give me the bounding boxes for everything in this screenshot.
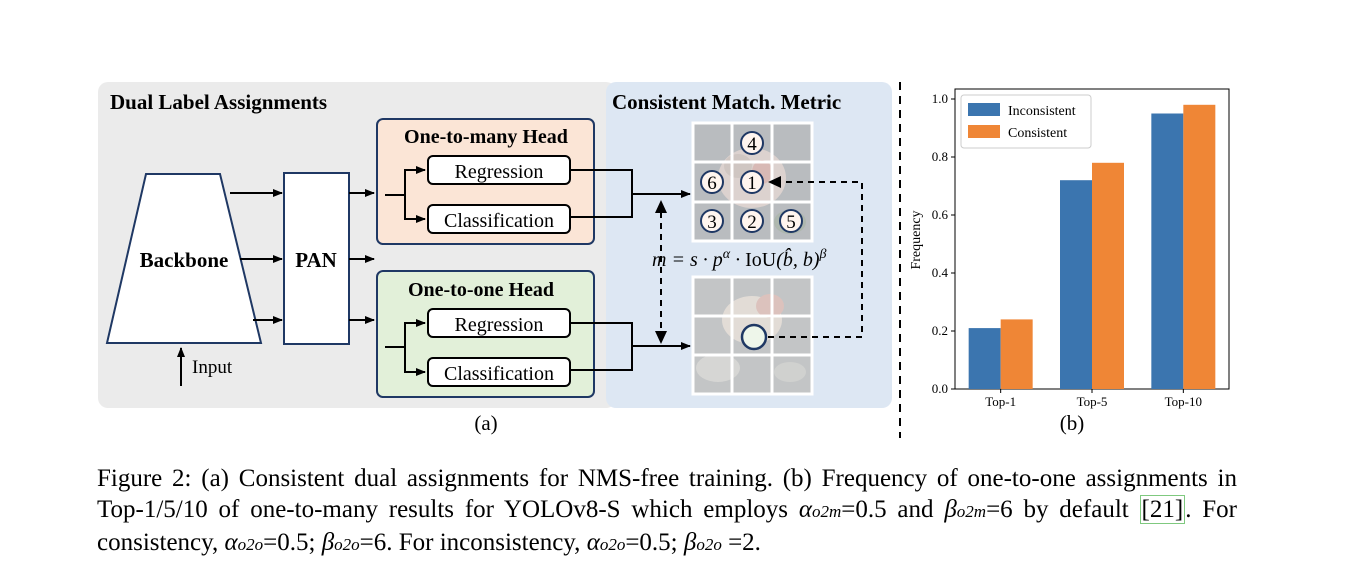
subscript-o2o: o2o bbox=[334, 535, 360, 554]
o2o-classification-box bbox=[427, 357, 571, 387]
o2o-head-label: One-to-one Head bbox=[408, 279, 554, 301]
backbone-block bbox=[105, 173, 263, 344]
caption-text-5: =0.5; bbox=[263, 529, 322, 556]
bar-consistent-top-1 bbox=[1000, 319, 1033, 389]
subscript-o2m: o2m bbox=[956, 502, 987, 521]
caption-text-7: =0.5; bbox=[625, 529, 684, 556]
citation-link[interactable]: [21] bbox=[1139, 495, 1186, 524]
svg-text:6: 6 bbox=[707, 173, 717, 194]
caption-text-8: =2. bbox=[721, 529, 761, 556]
alpha-symbol: α bbox=[224, 529, 238, 556]
bar-inconsistent-top-5 bbox=[1060, 180, 1092, 389]
panel-a-label: (a) bbox=[474, 411, 497, 435]
caption-text-6: =6. For inconsistency, bbox=[359, 529, 587, 556]
caption-text-2: =0.5 and bbox=[841, 496, 945, 523]
subscript-o2m: o2m bbox=[811, 502, 842, 521]
legend: Inconsistent Consistent bbox=[960, 94, 1092, 149]
alpha-symbol: α bbox=[586, 529, 600, 556]
pan-block bbox=[283, 172, 350, 345]
caption-text-1: Figure 2: (a) Consistent dual assignment… bbox=[97, 465, 1237, 523]
panel-b-label: (b) bbox=[1060, 411, 1085, 435]
selected-anchor-marker bbox=[740, 323, 768, 351]
legend-label-consistent: Consistent bbox=[1008, 126, 1067, 141]
backbone-label: Backbone bbox=[140, 248, 229, 272]
x-tick-label: Top-10 bbox=[1165, 394, 1202, 409]
y-tick-label: 0.4 bbox=[932, 265, 949, 280]
y-tick-label: 0.6 bbox=[932, 207, 949, 222]
svg-text:5: 5 bbox=[786, 212, 796, 233]
y-tick-label: 0.2 bbox=[932, 323, 948, 338]
figure: Dual Label Assignments Consistent Match.… bbox=[98, 82, 1230, 438]
anchor-markers: 4 6 1 3 2 5 bbox=[700, 131, 803, 233]
x-tick-label: Top-1 bbox=[985, 394, 1016, 409]
caption-text-3: =6 by default bbox=[986, 496, 1140, 523]
beta-symbol: β bbox=[321, 529, 335, 556]
legend-swatch-inconsistent bbox=[968, 103, 1000, 116]
legend-label-inconsistent: Inconsistent bbox=[1008, 104, 1076, 119]
bar-consistent-top-5 bbox=[1092, 162, 1124, 389]
subscript-o2o: o2o bbox=[237, 535, 264, 554]
bar-inconsistent-top-1 bbox=[968, 328, 1001, 389]
subscript-o2o: o2o bbox=[696, 535, 722, 554]
bar-inconsistent-top-10 bbox=[1151, 113, 1184, 389]
beta-symbol: β bbox=[683, 529, 697, 556]
o2m-classification-box bbox=[427, 204, 571, 234]
y-tick-label: 0.8 bbox=[932, 149, 948, 164]
y-tick-label: 1.0 bbox=[932, 91, 948, 106]
subscript-o2o: o2o bbox=[599, 535, 626, 554]
svg-text:2: 2 bbox=[747, 212, 757, 233]
input-label: Input bbox=[192, 357, 233, 378]
matching-metric-formula: m = s · pα · IoU(b̂, b)β bbox=[652, 247, 827, 271]
svg-text:4: 4 bbox=[747, 134, 757, 155]
svg-text:3: 3 bbox=[707, 212, 717, 233]
o2o-classification-label: Classification bbox=[444, 363, 554, 385]
o2o-image-grid bbox=[691, 275, 814, 396]
x-tick-label: Top-5 bbox=[1077, 394, 1108, 409]
section-title: Dual Label Assignments bbox=[110, 90, 327, 114]
o2o-regression-label: Regression bbox=[455, 314, 544, 336]
metric-title: Consistent Match. Metric bbox=[612, 90, 841, 114]
o2m-classification-label: Classification bbox=[444, 210, 554, 232]
svg-text:1: 1 bbox=[747, 173, 757, 194]
beta-symbol: β bbox=[944, 496, 957, 523]
pan-label: PAN bbox=[295, 248, 337, 272]
alpha-symbol: α bbox=[798, 496, 812, 523]
metric-panel bbox=[606, 82, 892, 408]
bar-consistent-top-10 bbox=[1183, 104, 1216, 390]
y-tick-label: 0.0 bbox=[932, 381, 948, 396]
frequency-bar-chart: Frequency 0.0 0.2 0.4 0.6 0.8 1.0 Top-1 Top-5 T… bbox=[909, 88, 1230, 409]
y-axis-title: Frequency bbox=[909, 210, 924, 269]
o2m-head-label: One-to-many Head bbox=[404, 126, 568, 148]
figure-caption: Figure 2: (a) Consistent dual assignment… bbox=[97, 463, 1237, 560]
caption-text-4: . For consistency, bbox=[97, 496, 1237, 556]
legend-swatch-consistent bbox=[968, 125, 1000, 138]
o2m-regression-label: Regression bbox=[455, 161, 544, 183]
